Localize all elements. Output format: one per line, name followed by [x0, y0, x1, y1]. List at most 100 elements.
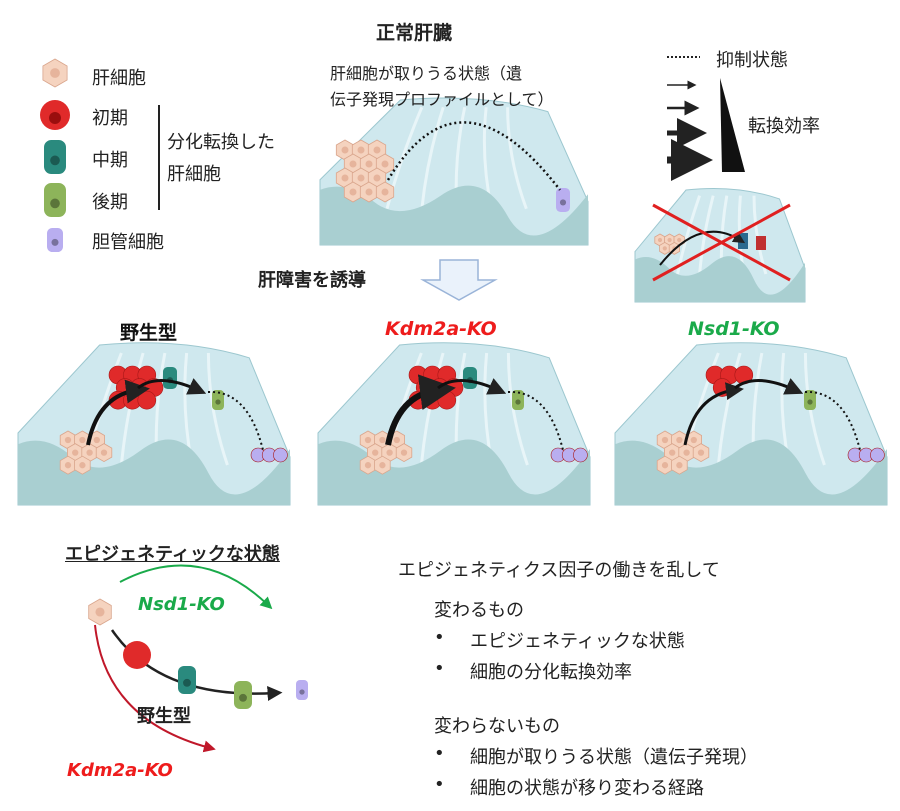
panel-nsd1-landscape-ridge [716, 352, 742, 466]
hepatocyte-cluster-nucleus [393, 436, 400, 444]
hepatocyte-cluster-nucleus [349, 160, 357, 168]
hepatocyte-icon-nucleus [95, 607, 105, 617]
cholangiocyte-icon [296, 680, 308, 700]
nsd1-arrow [119, 564, 273, 610]
panel-nsd1-landscape-ground [615, 439, 887, 505]
epi-heading: エピジェネティックな状態 [65, 544, 280, 565]
hepatocyte-cluster-nucleus [683, 449, 690, 456]
hepatocyte-cluster-nucleus [386, 449, 393, 456]
legend-label-mid: 中期 [92, 150, 128, 171]
hepatocyte-cluster-nucleus [86, 449, 93, 456]
hepatocyte-cluster-nucleus [662, 246, 667, 251]
hepatocyte-cluster-nucleus [341, 146, 349, 154]
hepatocyte-cluster-nucleus [373, 174, 381, 182]
hepatocyte-cluster-nucleus [400, 449, 408, 456]
hepatocyte-cluster-nucleus [64, 462, 72, 469]
mid-cell [738, 233, 748, 249]
cholangiocyte-cluster [870, 447, 885, 463]
cholangiocyte-cluster [273, 447, 288, 463]
summary-changed-item: 細胞の分化転換効率 [470, 662, 632, 683]
hepatocyte-cluster-nucleus [667, 237, 672, 243]
late-cell-icon-nucleus [50, 198, 60, 209]
early-cell [756, 236, 766, 250]
mid-cell [463, 367, 477, 389]
suppressed-label: 抑制状態 [716, 50, 788, 71]
panel-label-nsd1: Nsd1-KO [688, 318, 780, 340]
path-arrow [683, 382, 744, 446]
epi-nsd1-label: Nsd1-KO [138, 594, 225, 615]
suppressed-path [207, 390, 264, 451]
cholangiocyte-cell [556, 188, 570, 212]
late-cell-nucleus [807, 399, 813, 405]
late-cell [512, 390, 524, 410]
hepatocyte-cluster-nucleus [381, 188, 389, 196]
hepatocyte-cluster-nucleus [379, 436, 386, 444]
late-cell-icon [234, 681, 252, 709]
normal-landscape-ridge [420, 106, 445, 209]
legend-label-early: 初期 [92, 108, 128, 129]
hepatocyte-cluster-nucleus [72, 449, 79, 456]
down-arrow-icon [420, 259, 498, 301]
suppressed-path [804, 390, 861, 451]
efficiency-triangle-icon [720, 78, 745, 172]
hepatocyte-cluster-nucleus [676, 462, 683, 469]
early-cell-cluster [437, 390, 457, 410]
mid-cell-icon [44, 140, 66, 174]
hepatocyte-cluster-nucleus [690, 436, 697, 444]
mid-cell-icon [178, 666, 196, 694]
hepatocyte-cluster-nucleus [372, 449, 379, 456]
efficiency-label: 転換効率 [748, 116, 820, 137]
legend-label-late: 後期 [92, 192, 128, 213]
hepatocyte-cluster-nucleus [657, 237, 663, 243]
normal-landscape-ridge [506, 107, 528, 210]
landscape-caption-2: 伝子発現プロファイルとして） [330, 90, 554, 109]
hepatocyte-cluster-nucleus [365, 160, 373, 168]
hepatocyte-cluster-nucleus [677, 237, 682, 243]
path-arrow [734, 378, 804, 395]
cholangiocyte-cell-nucleus [559, 199, 567, 206]
summary-intro: エピジェネティクス因子の働きを乱して [398, 560, 720, 581]
hepatocyte-cluster-nucleus [365, 188, 373, 196]
panel-kdm2a-landscape [317, 342, 591, 506]
hepatocyte-cluster-nucleus [373, 146, 381, 154]
bullet: • [434, 658, 445, 679]
early-cell-cluster [137, 390, 157, 410]
bullet: • [434, 774, 445, 795]
hepatocyte-cluster-nucleus [669, 449, 676, 456]
hepatocyte-cluster-nucleus [676, 436, 683, 444]
hepatocyte-cluster-nucleus [364, 462, 372, 469]
hepatocyte-cluster-nucleus [79, 462, 86, 469]
hepatocyte-icon-nucleus [50, 68, 60, 78]
hepatocyte-cluster-nucleus [349, 188, 357, 196]
legend-group-label-1: 分化転換した [167, 132, 275, 153]
legend-group-label-2: 肝細胞 [167, 164, 221, 185]
summary-unchanged-item: 細胞が取りうる状態（遺伝子発現） [470, 747, 758, 768]
hepatocyte-cluster-nucleus [697, 449, 705, 456]
panel-label-wildtype: 野生型 [120, 322, 178, 344]
epi-wt-label: 野生型 [137, 706, 191, 727]
path-arrow [385, 374, 456, 446]
hepatocyte-cluster-nucleus [379, 462, 386, 469]
page-title: 正常肝臓 [376, 22, 453, 44]
panel-wildtype-landscape-ridge [206, 352, 229, 466]
hepatocyte-cluster-nucleus [79, 436, 86, 444]
hepatocyte-cluster-nucleus [341, 174, 349, 182]
crossed-landscape-ground [635, 256, 805, 302]
late-cell-icon [44, 183, 66, 217]
hepatocyte-cluster-nucleus [357, 146, 365, 154]
summary-unchanged-item: 細胞の状態が移り変わる経路 [470, 778, 704, 799]
mid-cell-icon-nucleus [183, 678, 191, 687]
path-arrow [137, 378, 207, 395]
late-cell-nucleus [215, 399, 221, 405]
cholangiocyte-icon-nucleus [299, 689, 305, 695]
induce-injury-label: 肝障害を誘導 [258, 270, 366, 291]
bullet: • [434, 743, 445, 764]
bullet: • [434, 627, 445, 648]
cholangiocyte-icon [47, 228, 63, 252]
early-cell-nucleus [49, 112, 61, 124]
late-cell-nucleus [515, 399, 521, 405]
panel-kdm2a-landscape-ground [318, 439, 590, 505]
panel-wildtype-landscape-ground [18, 439, 290, 505]
mid-cell-icon-nucleus [50, 155, 60, 166]
